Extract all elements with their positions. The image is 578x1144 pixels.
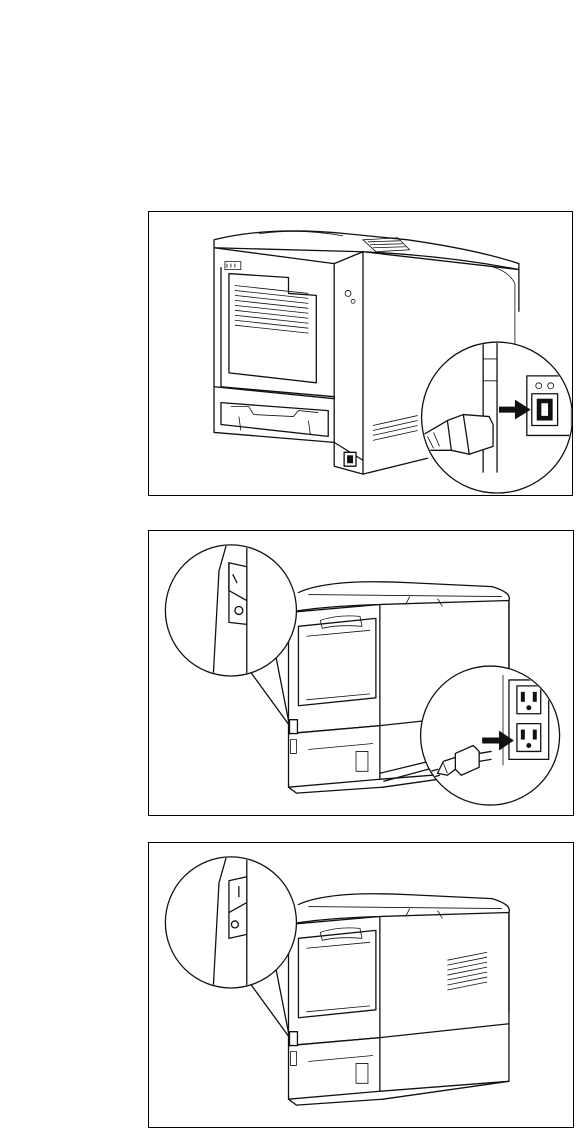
power-inlet-small [344,452,356,466]
illustration-connect-power-cord [148,211,573,496]
rear-access-door [229,274,316,383]
illustration-plug-into-outlet [148,530,574,816]
printer-front-view-drawing-2 [149,843,573,1127]
power-switch-small [290,1032,298,1046]
front-cover [298,618,375,705]
power-switch-small [290,720,298,734]
printer-rear-view-drawing [149,212,572,495]
printer-front-body [289,894,510,1105]
power-switch-off-icon [229,563,247,625]
side-vent [447,952,487,990]
outlet-lower-icon [517,724,541,752]
outlet-upper-icon [517,686,541,714]
illustration-turn-power-on [148,842,574,1128]
front-cover [298,930,375,1017]
wall-outlet-magnifier [418,666,560,805]
power-switch-magnifier-off [165,543,296,726]
power-inlet-magnifier [362,342,572,493]
printer-front-view-drawing [149,531,573,815]
power-switch-magnifier-on [165,855,296,1038]
